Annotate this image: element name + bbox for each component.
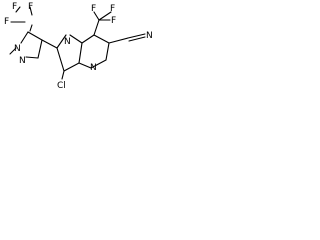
cf3-right-1 <box>93 11 100 21</box>
cf3-right-2 <box>98 11 112 21</box>
bond-lines <box>9 6 146 80</box>
f-label: F <box>12 2 17 12</box>
fused-bond-4 <box>63 62 80 72</box>
ring6-bond-3 <box>105 42 110 61</box>
cf3-bond-2 <box>29 6 33 16</box>
ring-bond-d <box>25 56 39 59</box>
f-label: F <box>110 4 115 14</box>
cl-bond <box>61 70 65 80</box>
n-label: N <box>146 31 153 41</box>
cl-label: Cl <box>57 81 66 91</box>
n-label: N <box>90 63 97 73</box>
fused-bond-2 <box>69 34 83 44</box>
methyl-bond <box>9 47 17 55</box>
ring6-bond-4 <box>90 59 107 69</box>
n-label: N <box>19 56 26 66</box>
f-label: F <box>91 4 96 14</box>
fused-bond-5 <box>56 47 65 72</box>
ring6-bond-1 <box>81 34 95 44</box>
fused-bond-1 <box>56 34 67 49</box>
ring6-bond-2 <box>93 34 110 44</box>
ring-bond-c <box>37 39 43 59</box>
f-label: F <box>111 16 116 26</box>
f-label: F <box>28 2 33 12</box>
ring-bond-b <box>27 31 43 41</box>
cf3-bond-1 <box>15 6 21 13</box>
ring6-bond-5 <box>78 62 92 69</box>
fused-bond-3 <box>78 42 83 64</box>
cf3-link <box>29 24 33 32</box>
n-label: N <box>14 44 21 54</box>
ring-bond-a <box>20 31 29 44</box>
n-label: N <box>64 37 71 47</box>
cf3-right-link <box>93 19 100 36</box>
molecule-diagram: F F F N N N N Cl F F F N <box>4 2 153 91</box>
nitrile-bond <box>127 33 146 39</box>
link-bond <box>41 39 58 49</box>
nitrile-bond-2 <box>128 36 146 42</box>
f-label: F <box>4 17 9 27</box>
nitrile-link <box>108 37 129 44</box>
